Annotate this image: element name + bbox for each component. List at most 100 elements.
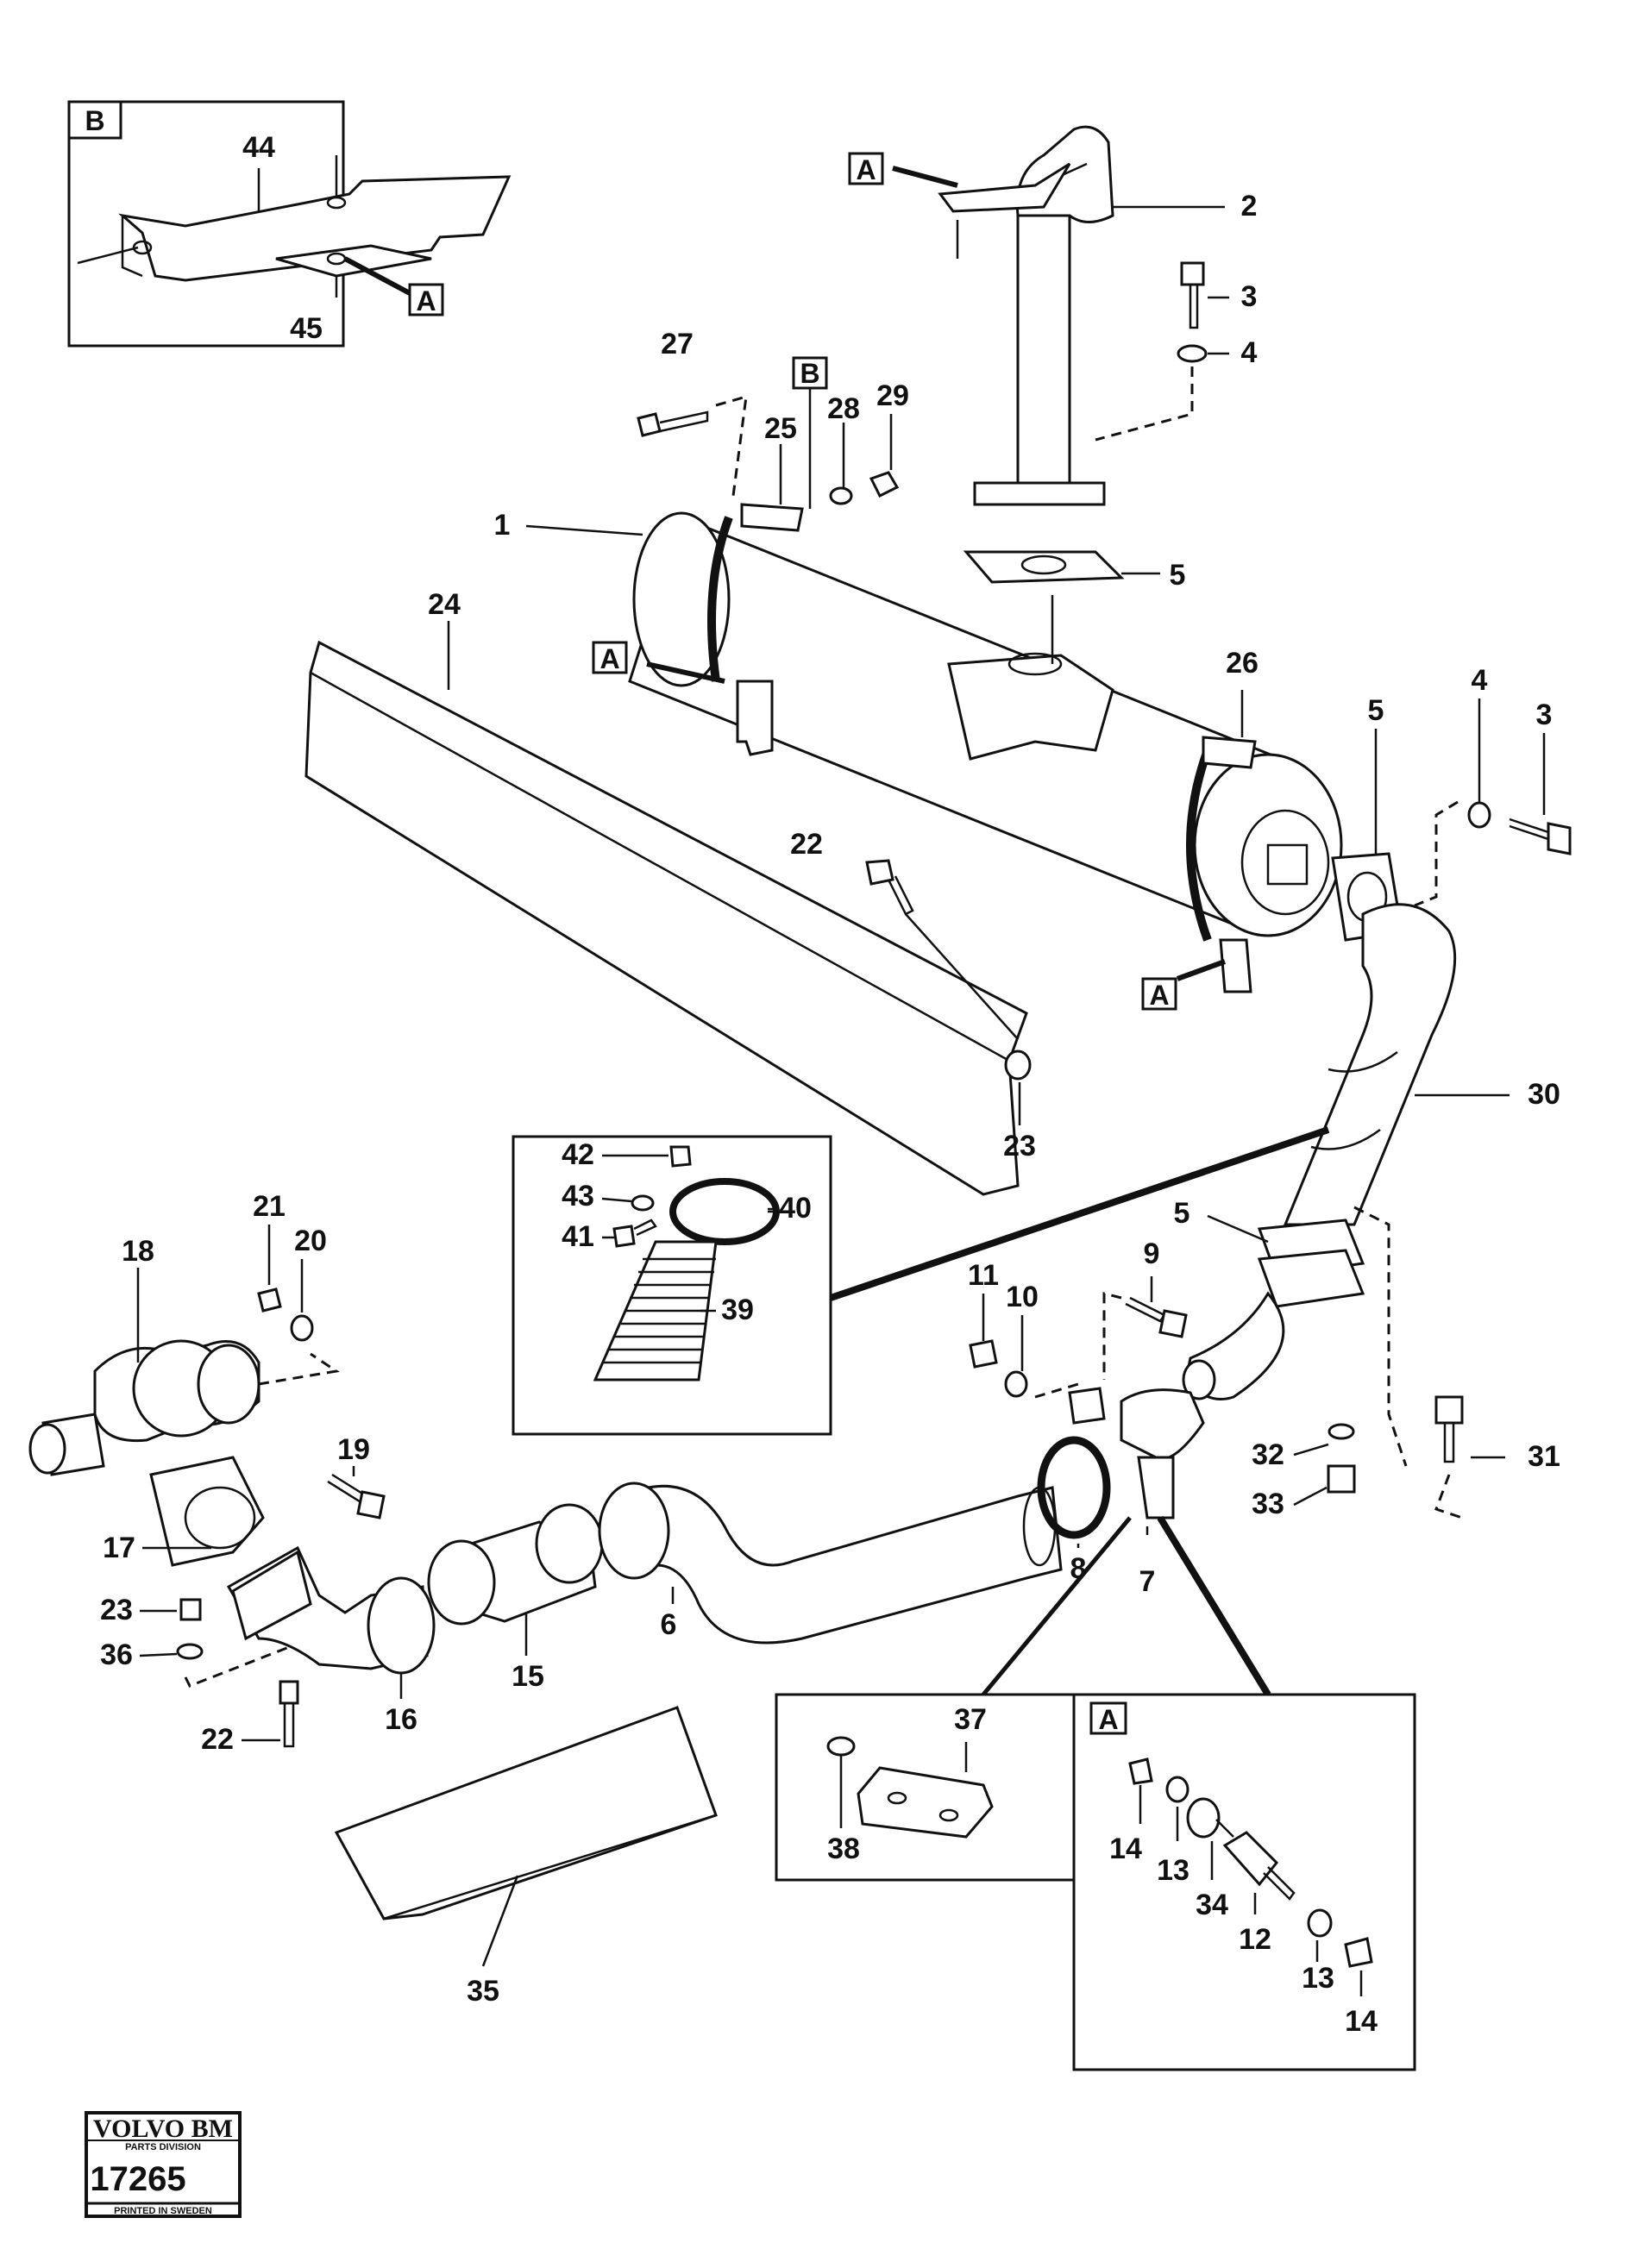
- pipe-15: 15: [427, 1503, 604, 1693]
- washer-32: 32: [1252, 1423, 1355, 1471]
- clamp-25: 25: [707, 412, 804, 756]
- callout-27: 27: [661, 328, 694, 360]
- bolt-31: 31: [1434, 1395, 1560, 1519]
- callout-36: 36: [100, 1638, 133, 1671]
- isolator-12: 12: [1215, 1819, 1296, 1956]
- washer-4-right: 4: [1467, 664, 1491, 829]
- callout-45: 45: [290, 312, 323, 345]
- hose-39: 39: [593, 1240, 754, 1381]
- stamp-number: 17265: [90, 2160, 185, 2198]
- bolt-3-top: 3 4: [1095, 261, 1258, 442]
- washer-34: 34: [1186, 1797, 1228, 1921]
- pipe-6: 6: [598, 1482, 1063, 1645]
- washer-13-top: 13: [1157, 1776, 1189, 1887]
- nut-11: 11: [968, 1259, 999, 1369]
- callout-22-shield: 22: [790, 828, 823, 861]
- washer-43: 43: [562, 1180, 655, 1212]
- callout-34: 34: [1196, 1889, 1228, 1921]
- callout-12: 12: [1239, 1923, 1271, 1956]
- detail-box-a-title: A: [1098, 1704, 1118, 1735]
- bolt-41: 41: [562, 1219, 657, 1253]
- gasket-5-top: 5: [963, 550, 1186, 592]
- callout-4-top: 4: [1241, 336, 1258, 369]
- clamp-40: 40: [669, 1178, 812, 1245]
- callout-15: 15: [512, 1660, 544, 1693]
- callout-18: 18: [122, 1235, 154, 1268]
- ref-a-muffler-right: A: [1149, 980, 1169, 1011]
- callout-25: 25: [764, 412, 797, 445]
- callout-38: 38: [827, 1833, 860, 1865]
- callout-16: 16: [385, 1703, 417, 1736]
- callout-43: 43: [562, 1180, 594, 1212]
- flange-17: 17: [103, 1456, 265, 1567]
- flange-5-right: 5: [1331, 694, 1403, 942]
- ref-b-clamp: B: [800, 358, 819, 389]
- callout-11: 11: [968, 1259, 999, 1292]
- callout-7: 7: [1139, 1565, 1156, 1598]
- nut-21: 21: [253, 1190, 286, 1313]
- nut-23-lower: 23: [100, 1594, 202, 1626]
- bracket-7: 7: [1120, 1388, 1205, 1598]
- bolt-22-lower: 22: [201, 1680, 299, 1756]
- callout-4-right: 4: [1472, 664, 1488, 697]
- detail-box-hose: 42 43 41 40: [512, 1135, 832, 1436]
- washer-36: 36: [100, 1638, 290, 1688]
- callout-5-top: 5: [1170, 559, 1186, 592]
- bolt-27: 27: [637, 328, 748, 497]
- callout-1: 1: [494, 509, 511, 542]
- callout-33: 33: [1252, 1488, 1284, 1520]
- washer-38: 38: [826, 1736, 860, 1865]
- callout-23-shield: 23: [1003, 1130, 1036, 1162]
- callout-13-top: 13: [1157, 1854, 1189, 1887]
- nut-33: 33: [1252, 1464, 1356, 1520]
- callout-30: 30: [1528, 1078, 1560, 1111]
- ref-a-muffler-left: A: [599, 643, 619, 674]
- callout-40: 40: [779, 1192, 812, 1225]
- callout-14-bottom: 14: [1345, 2005, 1378, 2038]
- callout-17: 17: [103, 1532, 135, 1564]
- callout-20: 20: [294, 1225, 327, 1257]
- bracket-44: [77, 155, 512, 282]
- callout-5-lower: 5: [1174, 1197, 1190, 1230]
- callout-26: 26: [1226, 647, 1259, 680]
- nut-14-bottom: 14: [1344, 1937, 1378, 2038]
- callout-24: 24: [428, 588, 461, 621]
- callout-39: 39: [721, 1294, 754, 1326]
- turbo-18: 18: [28, 1235, 340, 1476]
- bolt-9: 9: [1102, 1237, 1188, 1380]
- callout-13-bottom: 13: [1302, 1962, 1334, 1995]
- callout-14-top: 14: [1109, 1833, 1142, 1865]
- callout-35: 35: [467, 1975, 499, 2008]
- flange-5-lower: 5: [1174, 1197, 1408, 1467]
- stamp-printed: PRINTED IN SWEDEN: [114, 2206, 212, 2216]
- clamp-26: 26: [1186, 647, 1259, 993]
- bolt-22-shield: 22: [790, 828, 1019, 1040]
- pipe-16: 16: [226, 1545, 436, 1736]
- stamp-brand: VOLVO BM: [93, 2115, 233, 2143]
- nut-14-top: 14: [1109, 1757, 1153, 1865]
- callout-31: 31: [1528, 1440, 1560, 1473]
- nut-23-shield: 23: [1003, 1049, 1036, 1162]
- ref-a-box-b: A: [416, 285, 436, 316]
- washer-13-bottom: 13: [1302, 1908, 1334, 1995]
- bolt-19: 19: [327, 1433, 386, 1519]
- callout-29: 29: [876, 379, 909, 412]
- callout-32: 32: [1252, 1438, 1284, 1471]
- nut-42: 42: [562, 1138, 692, 1171]
- plate-37: 37: [857, 1703, 994, 1839]
- detail-box-b-title: B: [85, 105, 104, 136]
- callout-37: 37: [954, 1703, 987, 1736]
- callout-44: 44: [242, 131, 275, 164]
- detail-box-plate: 37 38: [775, 1693, 1076, 1882]
- stamp-division: PARTS DIVISION: [125, 2142, 201, 2152]
- detail-box-b: B 44 45 A: [67, 100, 512, 348]
- nut-29: 29: [869, 379, 909, 498]
- detail-box-a: A 14 13 34 12 13: [1072, 1693, 1416, 2071]
- callout-10: 10: [1006, 1281, 1039, 1313]
- callout-19: 19: [337, 1433, 370, 1466]
- muffler-1: [628, 511, 1343, 937]
- callout-2: 2: [1241, 190, 1258, 222]
- callout-3-top: 3: [1241, 280, 1258, 313]
- callout-9: 9: [1144, 1237, 1160, 1270]
